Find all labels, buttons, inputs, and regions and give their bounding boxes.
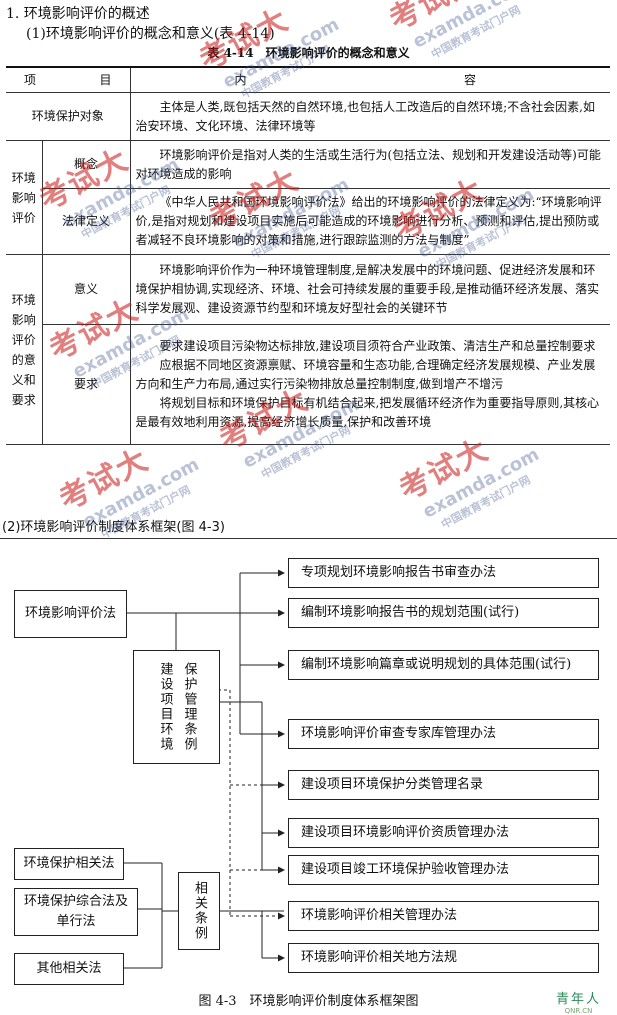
right-box-3: 编制环境影响篇章或说明规划的具体范围(试行) [288,650,599,680]
right-box-1: 专项规划环境影响报告书审查办法 [288,558,599,588]
right-box-4: 环境影响评价审查专家库管理办法 [288,719,599,749]
section-1-title: 1. 环境影响评价的概述 [6,6,150,22]
right-box-6: 建设项目环境影响评价资质管理办法 [288,818,599,848]
eia-law-box: 环境影响评价法 [14,590,127,638]
row-label-object: 环境保护对象 [6,92,131,141]
right-box-5: 建设项目环境保护分类管理名录 [288,770,599,800]
other-law-box: 其他相关法 [14,953,124,985]
header-content: 内容 [129,66,610,93]
table-caption: 表 4-14 环境影响评价的概念和意义 [207,46,410,60]
table-row: 要求 要求建设项目污染物达标排放,建设项目须符合产业政策、清洁生产和总量控制要求… [6,324,610,445]
project-regulation-box: 建设项目环境 保护管理条例 [133,650,220,764]
table-row: 环境影响评价的意义和要求 意义 环境影响评价作为一种环境管理制度,是解决发展中的… [6,254,610,445]
regulation-col-1: 建设项目环境 [157,662,173,752]
group-label-eia: 环境影响评价 [6,140,43,255]
concept-table: 项目 内容 环境保护对象 主体是人类,既包括天然的自然环境,也包括人工改造后的自… [6,66,610,445]
row-content-requirement: 要求建设项目污染物达标排放,建设项目须符合产业政策、清洁生产和总量控制要求 应根… [129,324,610,445]
row-content-object: 主体是人类,既包括天然的自然环境,也包括人工改造后的自然环境;不含社会因素,如治… [129,92,610,141]
group-label-significance: 环境影响评价的意义和要求 [6,254,43,445]
table-row: 环境影响评价 概念 环境影响评价是指对人类的生活或生活行为(包括立法、规划和开发… [6,140,610,255]
row-content-significance: 环境影响评价作为一种环境管理制度,是解决发展中的环境问题、促进经济发展和环境保护… [129,254,610,325]
regulation-col-2: 保护管理条例 [181,662,197,752]
figure-caption: 图 4-3 环境影响评价制度体系框架图 [198,994,419,1009]
row-label-legal: 法律定义 [42,188,131,255]
table-header-row: 项目 内容 [6,66,610,93]
right-box-2: 编制环境影响报告书的规划范围(试行) [288,598,599,628]
divider [0,538,617,539]
right-box-7: 建设项目竣工环境保护验收管理办法 [288,855,599,885]
section-2-title: (2)环境影响评价制度体系框架(图 4-3) [2,520,225,535]
right-box-9: 环境影响评价相关地方法规 [288,943,599,973]
section-1-subtitle: (1)环境影响评价的概念和意义(表 4-14) [26,26,275,42]
related-regulation-box: 相关条例 [178,872,220,950]
table-row: 环境保护对象 主体是人类,既包括天然的自然环境,也包括人工改造后的自然环境;不含… [6,92,610,141]
row-content-concept: 环境影响评价是指对人类的生活或生活行为(包括立法、规划和开发建设活动等)可能对环… [129,140,610,189]
right-box-8: 环境影响评价相关管理办法 [288,901,599,931]
related-law-box: 环境保护相关法 [14,848,124,880]
row-label-concept: 概念 [41,140,131,189]
comprehensive-law-box: 环境保护综合法及单行法 [14,888,138,936]
header-item: 项目 [6,66,131,93]
